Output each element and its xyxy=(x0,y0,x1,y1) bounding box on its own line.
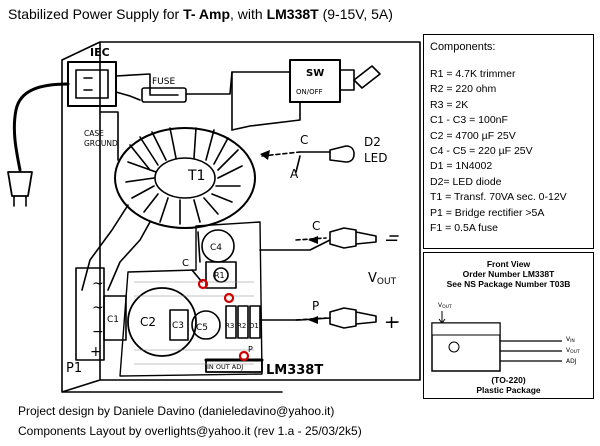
pin-vout: VOUT xyxy=(566,347,580,355)
label-t1: T1 xyxy=(187,168,205,184)
label-d2: D2 xyxy=(364,135,381,149)
label-c5: C5 xyxy=(196,323,208,333)
label-c3: C3 xyxy=(172,321,184,331)
component-item: R3 = 2K xyxy=(430,98,469,111)
capacitor-c2 xyxy=(127,287,197,357)
label-plus: + xyxy=(384,312,399,333)
label-r1: R1 xyxy=(214,271,225,280)
label-case: CASE xyxy=(84,129,104,138)
component-item: R1 = 4.7K trimmer xyxy=(430,68,516,80)
diode-d1 xyxy=(249,305,261,339)
package-order-number: Order Number LM338T xyxy=(462,269,555,279)
label-c-near: C xyxy=(182,258,189,269)
label-term-p: P xyxy=(312,299,319,313)
label-c4: C4 xyxy=(210,243,222,253)
trimmer-r1 xyxy=(205,261,237,289)
pin-adj: ADJ xyxy=(566,358,577,365)
capacitor-c3 xyxy=(169,309,189,341)
package-front-view: Front View xyxy=(486,259,531,269)
pad-p xyxy=(238,350,250,362)
label-r3: R3 xyxy=(225,322,234,330)
components-heading: Components: xyxy=(430,41,496,53)
label-c1: C1 xyxy=(107,315,119,325)
label-ac1: ~ xyxy=(92,276,104,292)
package-plastic: Plastic Package xyxy=(476,385,541,395)
label-bridge-minus: − xyxy=(92,324,104,340)
label-r2: R2 xyxy=(237,322,246,330)
led-d2 xyxy=(329,145,355,163)
label-vout: VOUT xyxy=(368,271,397,287)
resistor-r3 xyxy=(225,305,237,339)
credit-design: Project design by Daniele Davino (daniel… xyxy=(18,404,335,418)
components-list: R1 = 4.7K trimmer R2 = 220 ohm R3 = 2K C1 -… xyxy=(430,67,593,236)
label-onoff: ON/OFF xyxy=(296,88,323,96)
label-term-c: C xyxy=(312,219,320,233)
pad-a xyxy=(223,292,235,304)
label-fuse: FUSE xyxy=(152,77,175,87)
label-ac2: ~ xyxy=(92,300,104,316)
page-title: Stabilized Power Supply for T- Amp, with… xyxy=(8,6,393,22)
component-item: C1 - C3 = 100nF xyxy=(430,114,508,127)
component-item: P1 = Bridge rectifier >5A xyxy=(430,206,545,219)
label-sw: SW xyxy=(306,68,324,79)
terminal-p xyxy=(329,307,357,329)
package-to220: (TO-220) xyxy=(491,375,526,385)
component-item: C4 - C5 = 220 µF 25V xyxy=(430,145,533,158)
label-p1: P1 xyxy=(66,361,82,376)
pin-vin: VIN xyxy=(566,336,575,344)
label-d1: D1 xyxy=(249,322,259,330)
component-item: T1 = Transf. 70VA sec. 0-12V xyxy=(430,191,567,204)
terminal-c xyxy=(329,227,357,249)
component-item: F1 = 0.5A fuse xyxy=(430,222,499,235)
components-panel: Components: R1 = 4.7K trimmer R2 = 220 oh… xyxy=(423,34,594,249)
label-c2: C2 xyxy=(140,315,156,329)
label-led: LED xyxy=(364,151,388,165)
label-pins: IN OUT ADJ xyxy=(207,363,243,371)
package-see-note: See NS Package Number T03B xyxy=(446,279,571,289)
label-iec: IEC xyxy=(90,46,110,59)
mains-plug xyxy=(7,171,33,197)
component-item: R2 = 220 ohm xyxy=(430,83,497,96)
component-item: D1 = 1N4002 xyxy=(430,160,493,173)
package-panel: Front View Order Number LM338T See NS Pa… xyxy=(423,252,594,399)
mains-cable xyxy=(12,82,70,172)
component-item: C2 = 4700 µF 25V xyxy=(430,129,516,142)
label-led-c: C xyxy=(300,133,308,147)
capacitor-c5 xyxy=(191,310,221,340)
enclosure-outline xyxy=(61,41,421,393)
label-ground: GROUND xyxy=(84,139,118,148)
fuse xyxy=(141,87,187,103)
label-minus: − xyxy=(384,230,399,251)
label-pad-p: P xyxy=(248,345,253,354)
credit-layout: Components Layout by overlights@yahoo.it… xyxy=(18,424,362,438)
component-item: D2= LED diode xyxy=(430,175,502,188)
label-led-a: A xyxy=(290,167,299,181)
pad-c xyxy=(197,278,209,290)
toroid-t1 xyxy=(114,127,256,229)
label-bridge-plus: + xyxy=(90,344,102,360)
pcb-board xyxy=(119,221,263,377)
resistor-r2 xyxy=(237,305,249,339)
package-drawing: VOUT VIN VOUT ADJ xyxy=(431,302,580,372)
label-lm338t: LM338T xyxy=(266,363,323,378)
svg-text:VOUT: VOUT xyxy=(438,302,452,310)
